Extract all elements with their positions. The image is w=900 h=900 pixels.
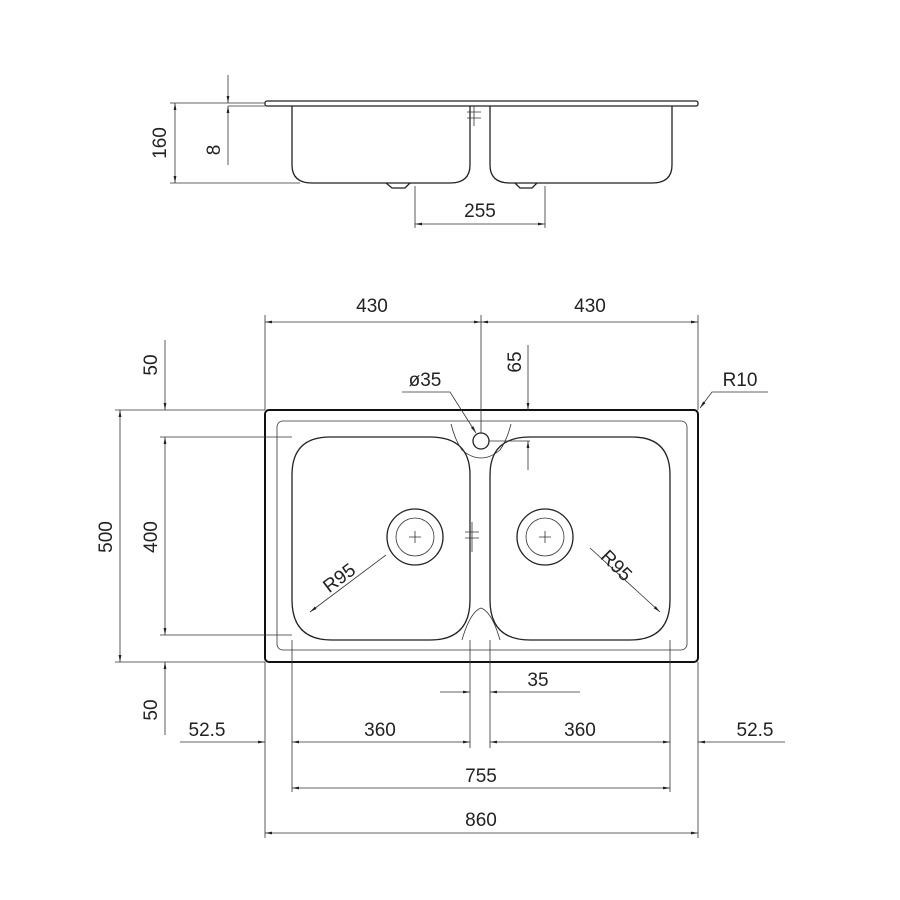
left-dim-ext: [115, 409, 292, 663]
bowl-radius-left-label: R95: [319, 560, 359, 598]
dim-755-label: 755: [465, 766, 497, 787]
dim-430-left-label: 430: [356, 296, 388, 317]
dim-160-label: 160: [150, 127, 171, 159]
plan-view: 430 430 ø35 65 R10 500 400 50 50 R95 R95…: [96, 296, 785, 838]
dim-500-label: 500: [96, 521, 117, 553]
right-bowl: [489, 436, 671, 641]
bowl-radius-right-label: R95: [596, 546, 635, 585]
bowl-radius-left-leader: [309, 554, 387, 613]
tap-hole: [472, 432, 490, 450]
dim-65-label: 65: [505, 351, 526, 372]
tap-deck: [450, 423, 512, 459]
dim-50-bottom-label: 50: [141, 699, 162, 720]
tap-hole-label: ø35: [409, 370, 442, 391]
dim-255-label: 255: [464, 201, 496, 222]
dim-360-left-label: 360: [364, 720, 396, 741]
dim-8-label: 8: [204, 145, 225, 156]
dim-360-right-label: 360: [564, 720, 596, 741]
dim-52-5-right-label: 52.5: [737, 720, 774, 741]
bowl-radius-right-leader: [589, 547, 661, 613]
centre-mark: [467, 106, 481, 126]
dim-430-right-label: 430: [574, 296, 606, 317]
dim-860-label: 860: [465, 810, 497, 831]
overflow-slot: [461, 607, 501, 641]
dim-430-ext: [264, 315, 699, 433]
right-bowl-profile: [489, 106, 673, 184]
dim-50-top-label: 50: [141, 354, 162, 375]
dim-255-ext: [414, 186, 546, 228]
bottom-dim-ext: [264, 640, 699, 838]
left-drain: [385, 182, 411, 189]
dim-35-label: 35: [527, 670, 548, 691]
left-drain-plan: [386, 508, 444, 566]
left-bowl: [291, 436, 471, 641]
right-drain: [514, 182, 538, 189]
rim-line: [276, 420, 688, 651]
dim-400-label: 400: [141, 521, 162, 553]
centre-mark: [465, 522, 479, 552]
sink-outline: [264, 409, 699, 663]
left-bowl-profile: [291, 106, 471, 184]
corner-radius-label: R10: [723, 370, 758, 391]
tap-hole-leader: [402, 391, 477, 434]
side-view: 160 8 255: [150, 75, 699, 228]
right-drain-plan: [516, 508, 574, 566]
flange: [264, 100, 699, 107]
dim-160-ext: [170, 102, 300, 184]
dim-52-5-left-label: 52.5: [189, 720, 226, 741]
corner-radius-leader: [699, 391, 768, 409]
